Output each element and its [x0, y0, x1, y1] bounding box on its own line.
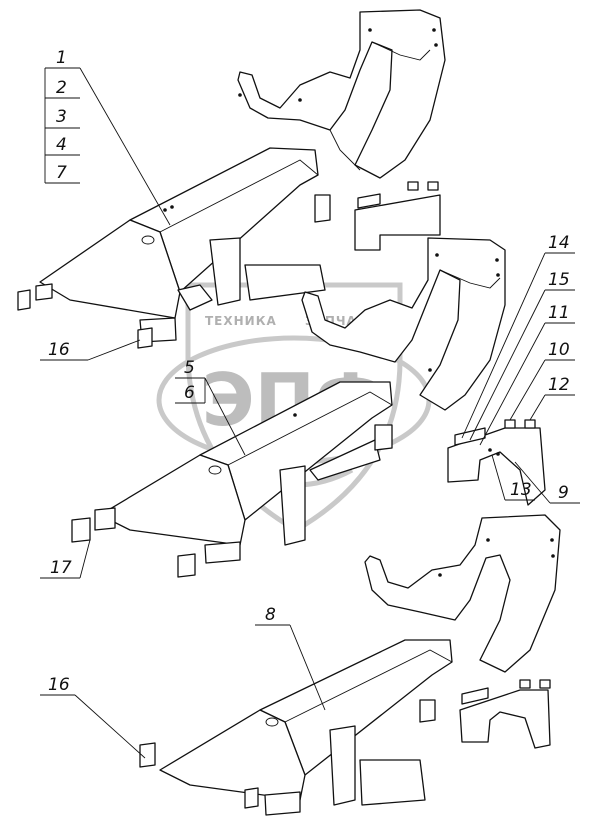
- end-cap-top-c: [137, 327, 153, 349]
- callout-1: 1: [56, 48, 67, 68]
- callout-12: 12: [548, 375, 570, 395]
- callout-11: 11: [548, 303, 570, 323]
- beam-side-top: [39, 219, 181, 319]
- beam-side-bottom: [159, 709, 306, 801]
- support-post-middle: [279, 465, 306, 546]
- callout-15: 15: [548, 270, 570, 290]
- callout-8: 8: [265, 605, 276, 625]
- support-post-bottom: [329, 725, 356, 806]
- callout-16-bottom: 16: [48, 675, 70, 695]
- support-post-top: [209, 237, 241, 306]
- callout-3: 3: [56, 107, 67, 127]
- callout-14: 14: [548, 233, 570, 253]
- callout-16-top: 16: [48, 340, 70, 360]
- callout-17: 17: [50, 558, 72, 578]
- callout-10: 10: [548, 340, 570, 360]
- callout-4: 4: [56, 135, 67, 155]
- end-cap-middle-b: [71, 517, 91, 543]
- end-cap-top-b: [17, 289, 31, 311]
- assembly-bottom: [139, 514, 561, 816]
- frame-bracket-middle: [301, 237, 506, 411]
- end-cap-top-a: [35, 283, 53, 301]
- assembly-top: [17, 9, 446, 349]
- callout-2: 2: [56, 78, 67, 98]
- end-cap-middle-c: [177, 553, 196, 578]
- assembly-middle: [71, 237, 546, 578]
- watermark-tagline-left: ТЕХНИКА: [205, 314, 277, 328]
- mud-guard-bottom: [459, 689, 551, 749]
- callout-9: 9: [558, 483, 569, 503]
- mud-guard-top: [354, 194, 441, 251]
- callout-labels: 1 2 3 4 7 5 6 16 17 8 16 14 15 11 10 12 …: [48, 48, 570, 695]
- beam-side-middle: [99, 454, 246, 546]
- callout-13: 13: [510, 480, 532, 500]
- end-cap-middle-a: [94, 507, 116, 531]
- end-cap-bottom-a: [139, 742, 156, 768]
- frame-bracket-bottom: [364, 514, 561, 673]
- end-cap-bottom-b: [244, 787, 259, 809]
- callout-6: 6: [184, 383, 195, 403]
- callout-7: 7: [56, 163, 67, 183]
- callout-5: 5: [184, 358, 195, 378]
- leader-lines: [40, 67, 580, 759]
